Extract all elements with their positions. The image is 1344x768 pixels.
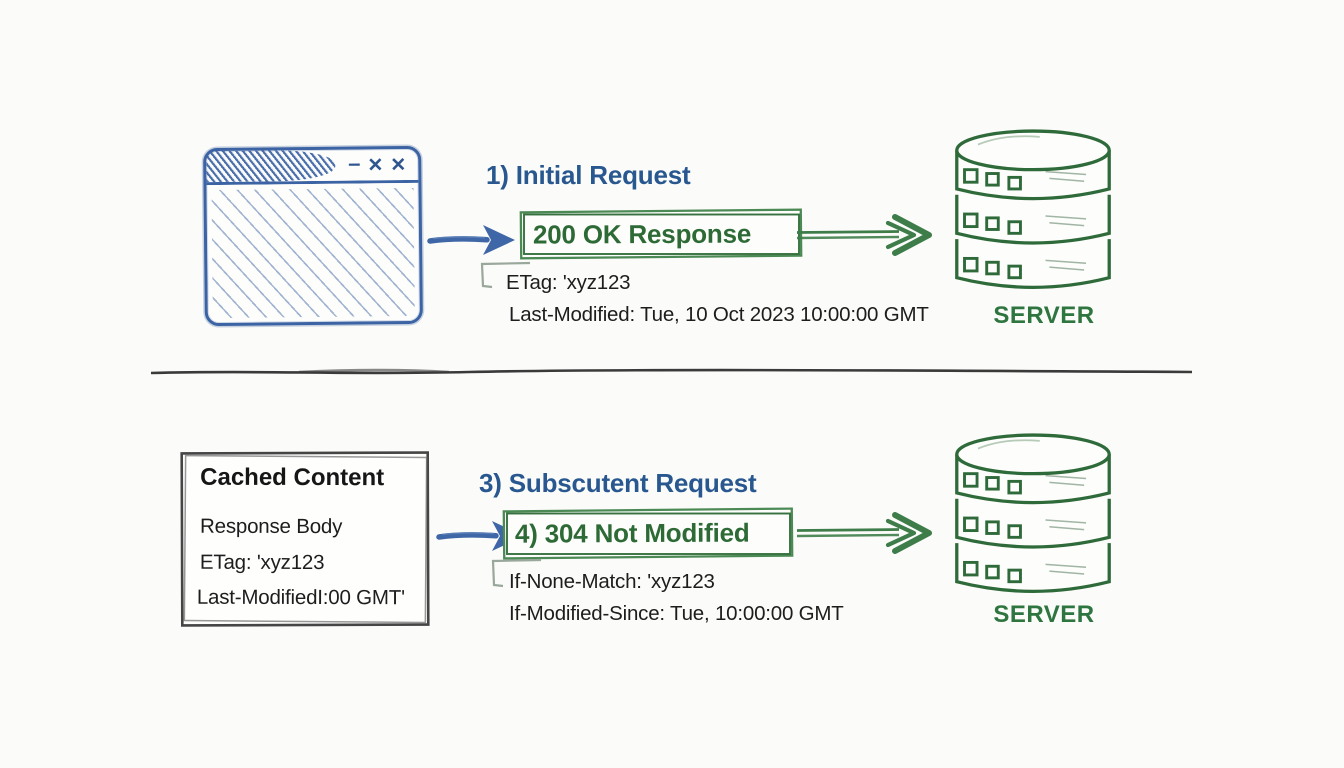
response-304-label: 4) 304 Not Modified bbox=[514, 517, 750, 549]
response-headers-top: ETag: 'xyz123 Last-Modified: Tue, 10 Oct… bbox=[506, 271, 929, 335]
header-bracket-top bbox=[480, 261, 531, 289]
cached-etag: ETag: 'xyz123 bbox=[199, 550, 325, 574]
last-modified-header: Last-Modified: Tue, 10 Oct 2023 10:00:00… bbox=[509, 303, 929, 326]
cached-response-body: Response Body bbox=[200, 514, 343, 539]
request-arrow-blue bbox=[427, 225, 515, 255]
response-arrow-green-bottom bbox=[796, 512, 932, 554]
close-icon: ✕ bbox=[367, 154, 386, 176]
minimize-icon: – bbox=[348, 150, 363, 176]
sketch-box-border bbox=[502, 507, 794, 560]
step-3-label: 3) Subscutent Request bbox=[479, 468, 757, 498]
etag-header: ETag: 'xyz123 bbox=[506, 271, 631, 294]
if-modified-since-header: If-Modified-Since: Tue, 10:00:00 GMT bbox=[509, 602, 844, 625]
server-icon bbox=[955, 129, 1111, 289]
server-label-top: SERVER bbox=[993, 302, 1095, 329]
section-divider bbox=[150, 368, 1193, 375]
response-200-box: 200 OK Response bbox=[519, 207, 804, 260]
server-icon bbox=[955, 433, 1111, 593]
close-icon: ✕ bbox=[390, 154, 409, 176]
cached-last-modified: Last-ModifiedI:00 GMT' bbox=[196, 585, 405, 610]
browser-titlebar: – ✕ ✕ bbox=[206, 148, 419, 186]
titlebar-hatch-shading bbox=[206, 149, 336, 183]
response-200-label: 200 OK Response bbox=[532, 218, 752, 250]
sketch-box-border bbox=[180, 451, 430, 627]
cached-content-box: Cached Content Response Body ETag: 'xyz1… bbox=[179, 449, 432, 630]
browser-window-icon: – ✕ ✕ bbox=[203, 145, 423, 327]
server-label-bottom: SERVER bbox=[993, 601, 1095, 628]
cached-content-title: Cached Content bbox=[200, 463, 385, 492]
step-1-label: 1) Initial Request bbox=[486, 160, 691, 190]
header-bracket-bottom bbox=[491, 558, 542, 588]
browser-body-shading bbox=[211, 187, 415, 319]
request-headers-bottom: If-None-Match: 'xyz123 If-Modified-Since… bbox=[509, 570, 844, 634]
window-controls: – ✕ ✕ bbox=[348, 150, 409, 179]
response-arrow-green-top bbox=[796, 214, 932, 256]
if-none-match-header: If-None-Match: 'xyz123 bbox=[509, 570, 715, 593]
response-304-box: 4) 304 Not Modified bbox=[502, 506, 795, 560]
